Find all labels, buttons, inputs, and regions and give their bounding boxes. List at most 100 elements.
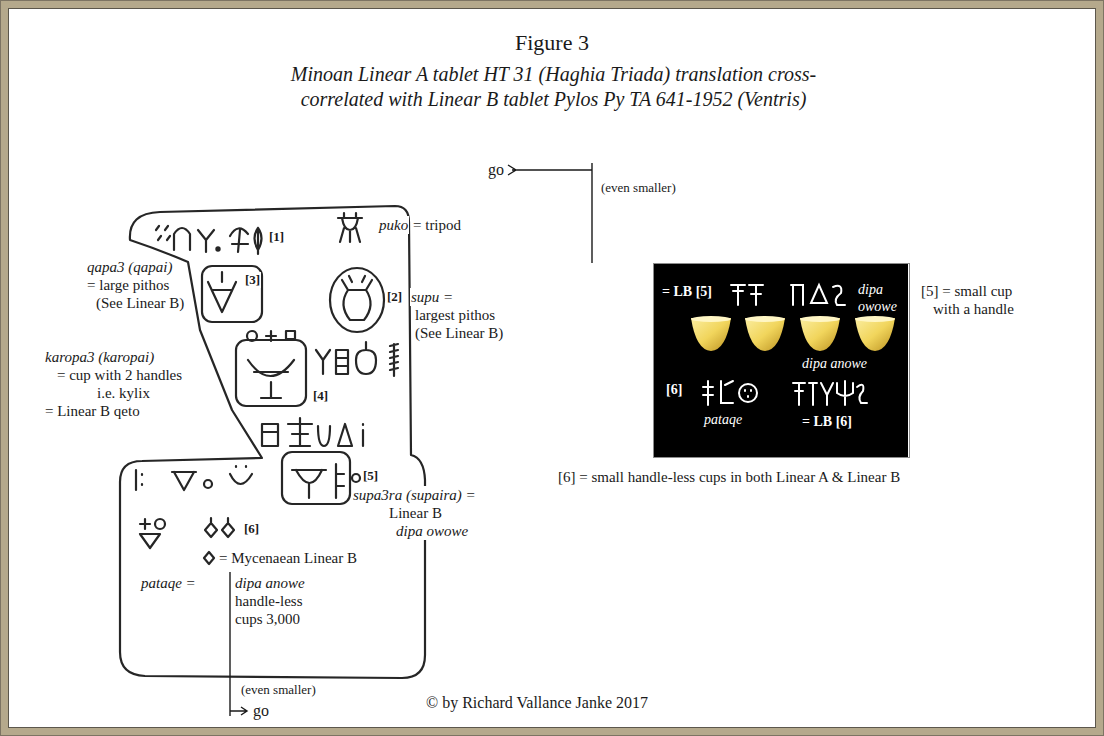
transliteration: dipa owowe [395,522,469,540]
gloss: (See Linear B) [95,294,185,312]
tablet-drawing-part [262,424,278,446]
tablet-drawing-part [282,452,350,504]
callout-number: [5] [362,468,379,484]
image-panel-art-part-part [745,390,751,397]
tablet-drawing-part [356,342,376,374]
transliteration: dipa anowe [802,356,867,373]
panel-label: = LB [5] [662,284,712,301]
tablet-drawing-part [288,418,312,446]
cup-image-part [745,316,785,322]
tablet-drawing-part [205,518,234,537]
copyright: © by Richard Vallance Janke 2017 [425,693,649,712]
gloss: (See Linear B) [414,324,504,342]
figure-title: Figure 3 [0,30,1104,56]
image-panel-art [653,263,908,458]
note: [6] = small handle-less cups in both Lin… [557,468,901,486]
gloss: [5] = small cup [920,282,1013,300]
tablet-drawing-part [140,519,160,548]
panel-label: = LB [6] [802,414,852,431]
tablet-drawing-part [208,272,236,312]
tablet-drawing-part [156,226,170,240]
tablet-drawing-part [198,230,214,252]
cup-image-part [800,318,840,351]
tablet-drawing-part [318,426,330,446]
tablet-drawing-part [174,228,190,250]
cup-image-part [745,318,785,351]
cup-image-part [855,316,895,322]
gloss: Linear B [388,504,443,522]
callout-number: [6] [666,382,682,399]
tablet-drawing-part [390,344,398,376]
tablet-drawing-part [155,519,165,529]
gloss: i.e. kylix [96,384,151,402]
tablet-drawing-part [230,228,248,252]
gloss: handle-less [234,592,303,610]
transliteration: puko [378,216,409,234]
cup-image-part [800,316,840,322]
pointer-line-part [229,572,230,716]
tablet-drawing-part [216,247,219,250]
tablet-drawing-part [230,466,252,484]
gloss: = Mycenaean Linear B [218,549,358,567]
gloss: = tripod [412,216,462,234]
tablet-drawing-part [352,474,360,482]
pointer-label: go [252,701,270,720]
transliteration: pataqe [704,412,742,429]
frame-part [9,9,1096,728]
transliteration: dipa anowe [234,574,306,592]
tablet-drawing-part [204,552,214,564]
image-panel-art-part-part [731,285,763,305]
cup-image-part [691,318,731,351]
pointer-label: go [487,160,505,179]
gloss: = cup with 2 handles [56,366,183,384]
tablet-drawing-part [292,464,344,498]
tablet-drawing-part [316,350,330,374]
transliteration: pataqe = [140,574,197,592]
transliteration: dipa owowe [858,282,906,316]
frame-part [4,4,1100,732]
tablet-drawing-part [338,424,352,446]
gloss: largest pithos [414,306,496,324]
image-panel-art-part-part [703,381,733,405]
image-panel-art-part-part [793,383,817,405]
pointer-label: (even smaller) [240,682,317,698]
pointer-label: (even smaller) [600,180,677,196]
image-panel-art-part-part [821,381,867,405]
tablet-drawing-part [342,276,372,320]
tablet-drawing-part [266,331,295,341]
callout-number: [4] [312,388,329,404]
cup-image [691,316,895,351]
tablet-drawing-part [336,350,348,374]
callout-number: [1] [268,229,285,245]
callout-number: [3] [244,272,261,288]
tablet-drawing-part [362,424,364,446]
tablet-drawing-part [172,472,196,490]
tablet-drawing-part [204,480,212,488]
tablet-drawing-part [338,213,362,242]
image-panel-art-part [653,263,908,458]
tablet-drawing-part [202,266,262,322]
tablet-drawing-part [136,470,142,490]
image-panel-art-part-part [791,285,845,305]
image-panel-art-part [703,285,867,405]
gloss: = Linear B qeto [44,402,141,420]
image-panel: = LB [5] dipa owowe dipa anowe [6] pataqe = L… [653,263,910,458]
callout-number: [2] [386,289,403,305]
tablet-drawing-part [248,360,294,398]
transliteration: karopa3 (karopai) [44,348,155,366]
pointer-line-part [508,163,592,263]
tablet-drawing-part [330,268,384,332]
tablet-drawing-part [255,228,262,254]
pointer-line-part [230,707,247,715]
image-panel-art-part-part [739,384,757,402]
cup-image-part [855,318,895,351]
callout-number: [6] [243,521,260,537]
gloss: = large pithos [86,276,170,294]
pointer-line [230,163,592,716]
gloss: cups 3,000 [234,610,301,628]
transliteration: qapa3 (qapai) [86,258,173,276]
tablet-drawing-part [236,340,306,406]
